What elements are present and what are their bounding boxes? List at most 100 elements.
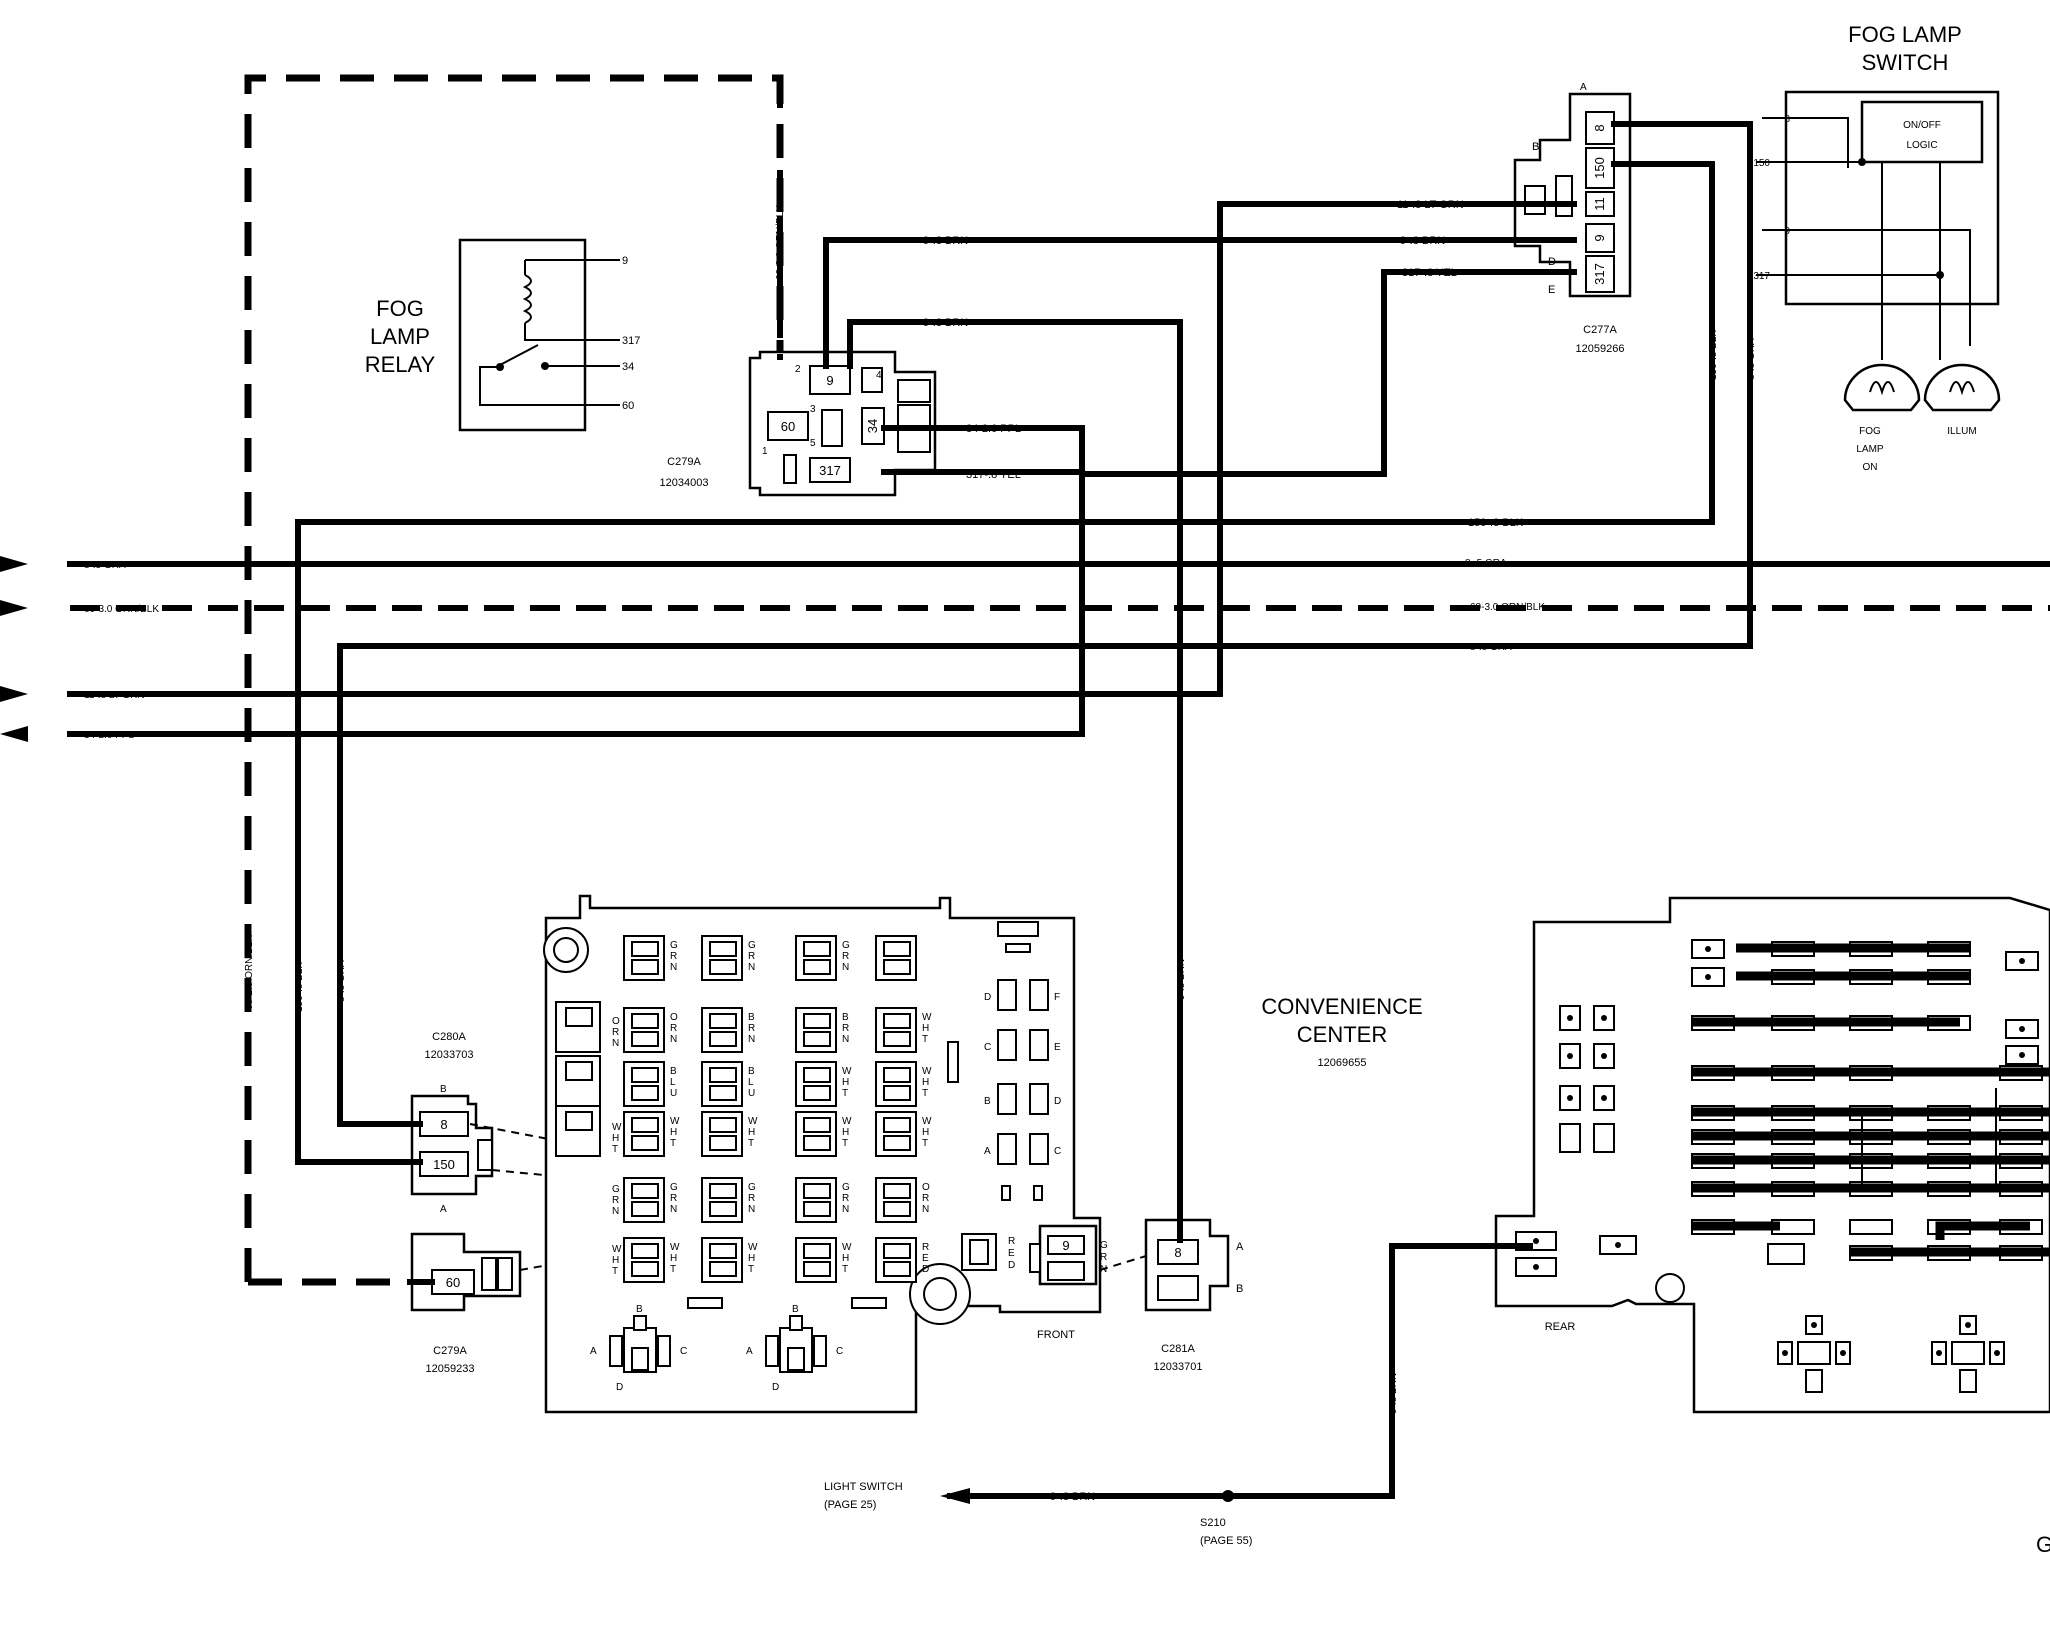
relay-slot bbox=[1029, 979, 1049, 1011]
c280a-part: 12033703 bbox=[425, 1049, 474, 1061]
fog-lamp-switch: FOG LAMP SWITCH ON/OFF LOGIC 8 150 9 317… bbox=[1753, 22, 2001, 473]
rear-fuse-small bbox=[2005, 951, 2039, 971]
c277a-letter-e: E bbox=[1548, 284, 1555, 296]
fuse: GRN bbox=[623, 935, 678, 981]
edge-g-label: G bbox=[2036, 1532, 2050, 1557]
fuse-color-letter: D bbox=[922, 1264, 929, 1275]
c277a-pin-9: 9 bbox=[1592, 234, 1607, 241]
small-slot bbox=[1033, 1185, 1043, 1201]
c279a-pin-34: 34 bbox=[865, 419, 880, 433]
bottom-relay-letter-b: B bbox=[792, 1304, 799, 1315]
convenience-title-2: CENTER bbox=[1297, 1022, 1387, 1047]
illum-label: ILLUM bbox=[1947, 426, 1976, 437]
bottom-relay-letter-c: C bbox=[680, 1346, 687, 1357]
relay-slot bbox=[997, 1029, 1017, 1061]
c277a-pin-150: 150 bbox=[1592, 157, 1607, 179]
fuse-color-letter: E bbox=[922, 1253, 929, 1264]
fuse-color-letter: W bbox=[670, 1116, 680, 1127]
front-conn-r: R bbox=[1100, 1252, 1107, 1263]
c279a-b-part: 12059233 bbox=[426, 1363, 475, 1375]
fuse-left-tall bbox=[555, 1105, 601, 1157]
label-w60-left: 60-3.0 ORN/BLK bbox=[84, 604, 159, 615]
connector-c280a: C280A 12033703 8 150 B A bbox=[295, 1031, 555, 1215]
fuse: WHT bbox=[623, 1237, 680, 1283]
fuse-color-letter: O bbox=[612, 1016, 620, 1027]
c277a-letter-b: B bbox=[1532, 141, 1539, 153]
c279a-num-3: 3 bbox=[810, 404, 816, 415]
c277a-letter-d: D bbox=[1548, 256, 1556, 268]
rear-relay bbox=[1931, 1315, 2005, 1393]
label-w8-gra-h: 8-.8 GRA bbox=[1470, 642, 1512, 653]
label-w9-bottom: 9-.8 BRN bbox=[1050, 1491, 1095, 1503]
fuse: GRN bbox=[701, 935, 756, 981]
relay-box bbox=[458, 238, 587, 432]
relay-title-1: FOG bbox=[376, 296, 424, 321]
relay-pin-317: 317 bbox=[622, 335, 640, 347]
front-red-e: E bbox=[1008, 1248, 1015, 1259]
fuse: GRN bbox=[795, 1177, 850, 1223]
fuse-color-letter: R bbox=[612, 1027, 619, 1038]
rear-fuse bbox=[1559, 1043, 1581, 1069]
rear-fuse-block: REAR G bbox=[1494, 896, 2050, 1557]
fuse-color-letter: N bbox=[842, 1204, 849, 1215]
arrow-in-w8-icon bbox=[0, 556, 28, 572]
front-label: FRONT bbox=[1037, 1329, 1075, 1341]
c280a-pin-8: 8 bbox=[440, 1117, 447, 1132]
fuse-color-letter: O bbox=[922, 1182, 930, 1193]
label-w9-center-v: 9-.8 BRN bbox=[1176, 959, 1187, 1000]
label-w11-top: 11-.8 LT GRN bbox=[1397, 199, 1464, 211]
fuse: RED bbox=[875, 1237, 929, 1283]
light-switch-label-2: (PAGE 25) bbox=[824, 1499, 876, 1511]
c280a-letter-b: B bbox=[440, 1084, 447, 1095]
label-w150-h: 150-.8 BLK bbox=[1468, 517, 1524, 529]
fuse-color-letter: H bbox=[612, 1255, 619, 1266]
fuse: WHT bbox=[795, 1061, 852, 1107]
s210-label-1: S210 bbox=[1200, 1517, 1226, 1529]
c280a-name: C280A bbox=[432, 1031, 466, 1043]
fuse-color-letter: W bbox=[748, 1116, 758, 1127]
fuse-color-letter: N bbox=[748, 1034, 755, 1045]
c281a-letter-b: B bbox=[1236, 1283, 1243, 1295]
convenience-part: 12069655 bbox=[1318, 1057, 1367, 1069]
c277a-pin-8: 8 bbox=[1592, 124, 1607, 131]
rear-mount-hole-icon bbox=[1655, 1273, 1685, 1303]
label-w8-right-v: 8-.8 GRA bbox=[1746, 338, 1757, 380]
light-switch-label-1: LIGHT SWITCH bbox=[824, 1481, 903, 1493]
c279a-num-5: 5 bbox=[810, 438, 816, 449]
fuse-color-letter: B bbox=[748, 1066, 755, 1077]
fuse: WHT bbox=[623, 1111, 680, 1157]
fuse-color-letter: U bbox=[670, 1088, 677, 1099]
fuse: WHT bbox=[701, 1237, 758, 1283]
c281a-letter-a: A bbox=[1236, 1241, 1244, 1253]
fuse-grid: GRNGRNGRNORNBRNBRNWHTBLUBLUWHTWHTWHTWHTW… bbox=[555, 935, 932, 1283]
fuse: BRN bbox=[795, 1007, 849, 1053]
fuse-color-letter: H bbox=[670, 1253, 677, 1264]
fuse-color-letter: N bbox=[670, 1204, 677, 1215]
c279a-num-2: 2 bbox=[795, 364, 801, 375]
c279a-name: C279A bbox=[667, 456, 701, 468]
rear-grid bbox=[1515, 939, 2050, 1393]
connector-c281a: 8 A B C281A 12033701 bbox=[1099, 1217, 1244, 1373]
c279a-pin-9: 9 bbox=[826, 373, 833, 388]
fuse-color-letter: G bbox=[670, 1182, 678, 1193]
fuse-color-letter: T bbox=[842, 1264, 848, 1275]
fuse-color-letter: B bbox=[842, 1012, 849, 1023]
fuse-color-letter: H bbox=[842, 1253, 849, 1264]
c279a-num-1: 1 bbox=[762, 446, 768, 457]
wires-lower: 9-.8 BRN 9-.8 BRN LIGHT SWITCH (PAGE 25)… bbox=[824, 1243, 1533, 1547]
fuse-color-letter: T bbox=[842, 1088, 848, 1099]
bottom-relay-letter-d: D bbox=[616, 1382, 623, 1393]
relay-col-letter: F bbox=[1054, 992, 1060, 1003]
switch-logic-box bbox=[1860, 100, 1984, 164]
fuse-color-letter: G bbox=[670, 940, 678, 951]
rear-fuse bbox=[1593, 1043, 1615, 1069]
fuse: WHT bbox=[875, 1007, 932, 1053]
fog-lamp-label-2: LAMP bbox=[1856, 444, 1884, 455]
fuse-color-letter: R bbox=[612, 1195, 619, 1206]
rear-fuse bbox=[1593, 1085, 1615, 1111]
fuse: WHT bbox=[795, 1237, 852, 1283]
rear-fuse-small bbox=[2005, 1045, 2039, 1065]
fuse-color-letter: R bbox=[748, 1193, 755, 1204]
rear-fuse-small bbox=[1767, 1243, 1805, 1265]
